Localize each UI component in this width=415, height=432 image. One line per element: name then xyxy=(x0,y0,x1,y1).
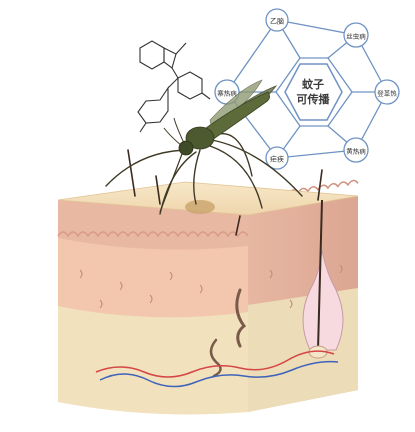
disease-node-encephalitis: 乙脑 xyxy=(265,8,289,32)
svg-text:丝虫病: 丝虫病 xyxy=(346,32,366,41)
svg-text:乙脑: 乙脑 xyxy=(270,17,284,26)
hair-follicle xyxy=(302,249,344,351)
disease-node-yellow-fever: 黄热病 xyxy=(343,137,369,163)
svg-text:登革热: 登革热 xyxy=(377,89,397,98)
dermis-layer xyxy=(58,232,248,318)
blood-vessel-red xyxy=(95,350,335,378)
subcutaneous-layer xyxy=(58,300,248,415)
blood-vessel-blue xyxy=(99,360,339,388)
svg-text:黄热病: 黄热病 xyxy=(346,147,366,156)
surface-hairs xyxy=(127,149,323,236)
disease-node-dengue: 登革热 xyxy=(374,79,400,105)
bite-spot xyxy=(185,200,215,214)
skin-surface xyxy=(57,181,359,216)
disease-node-malaria: 疟疾 xyxy=(265,146,289,170)
chemical-structure xyxy=(137,40,211,133)
svg-text:疟疾: 疟疾 xyxy=(270,155,284,164)
svg-text:寨热病: 寨热病 xyxy=(217,89,237,98)
hub-line-1: 蚊子 xyxy=(302,77,324,91)
disease-node-filariasis: 丝虫病 xyxy=(343,22,369,48)
hub-node: 蚊子 可传播 xyxy=(284,63,343,121)
skin-block xyxy=(57,149,359,415)
hub-line-2: 可传播 xyxy=(297,92,331,106)
mosquito xyxy=(105,79,303,215)
